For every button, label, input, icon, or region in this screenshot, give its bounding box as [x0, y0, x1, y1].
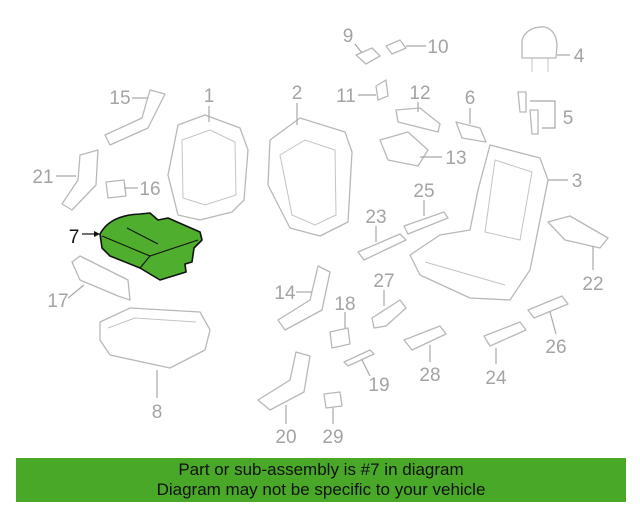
part-26[interactable] [527, 295, 569, 319]
part-23[interactable] [357, 233, 407, 261]
part-info-banner: Part or sub-assembly is #7 in diagram Di… [16, 458, 626, 502]
label-11: 11 [336, 86, 356, 107]
part-18[interactable] [329, 327, 351, 349]
part-10[interactable] [385, 39, 407, 55]
label-28: 28 [419, 365, 440, 386]
label-29: 29 [322, 427, 343, 448]
label-9: 9 [343, 26, 354, 47]
part-20[interactable] [257, 351, 311, 411]
part-1-seat-back[interactable] [167, 114, 249, 221]
part-27[interactable] [371, 299, 407, 329]
label-12: 12 [409, 83, 430, 104]
part-28[interactable] [403, 325, 447, 351]
arrow-icon [94, 231, 100, 237]
label-4: 4 [574, 46, 585, 67]
label-27: 27 [373, 271, 394, 292]
part-11[interactable] [375, 79, 389, 101]
label-20: 20 [275, 427, 296, 448]
part-15[interactable] [104, 89, 166, 146]
label-6: 6 [465, 88, 476, 109]
part-13[interactable] [379, 131, 429, 167]
banner-disclaimer-text: Diagram may not be specific to your vehi… [156, 480, 486, 499]
label-15: 15 [109, 88, 130, 109]
label-10: 10 [427, 37, 448, 58]
label-7: 7 [69, 227, 80, 248]
part-14[interactable] [277, 265, 331, 331]
label-1: 1 [204, 86, 215, 107]
part-9[interactable] [355, 47, 381, 65]
part-24[interactable] [483, 321, 527, 347]
label-25: 25 [413, 181, 434, 202]
part-7-seat-cushion-highlighted[interactable] [99, 212, 203, 281]
label-13: 13 [445, 148, 466, 169]
banner-part-text: Part or sub-assembly is #7 in diagram [178, 460, 464, 479]
label-24: 24 [485, 368, 507, 389]
part-3-seat-frame[interactable] [409, 144, 549, 301]
label-8: 8 [152, 402, 163, 423]
label-2: 2 [292, 83, 303, 104]
part-29[interactable] [323, 391, 343, 409]
part-21[interactable] [61, 149, 99, 211]
part-25[interactable] [403, 211, 449, 235]
part-19[interactable] [343, 349, 375, 367]
label-14: 14 [274, 283, 296, 304]
label-19: 19 [368, 375, 389, 396]
part-2-seat-back-frame[interactable] [267, 117, 353, 237]
part-5-headrest-guides[interactable] [517, 91, 539, 135]
part-17[interactable] [71, 255, 131, 301]
part-22[interactable] [547, 215, 609, 249]
label-21: 21 [32, 167, 53, 188]
part-4-headrest[interactable] [521, 26, 558, 72]
part-6[interactable] [455, 121, 487, 143]
label-22: 22 [582, 274, 603, 295]
label-26: 26 [545, 337, 566, 358]
part-16[interactable] [105, 179, 127, 199]
label-5: 5 [563, 108, 574, 129]
label-16: 16 [139, 179, 160, 200]
label-3: 3 [572, 171, 583, 192]
part-12[interactable] [395, 107, 441, 133]
label-17: 17 [47, 291, 68, 312]
label-23: 23 [365, 207, 386, 228]
label-18: 18 [334, 294, 355, 315]
part-8-cushion-pad[interactable] [99, 307, 211, 369]
